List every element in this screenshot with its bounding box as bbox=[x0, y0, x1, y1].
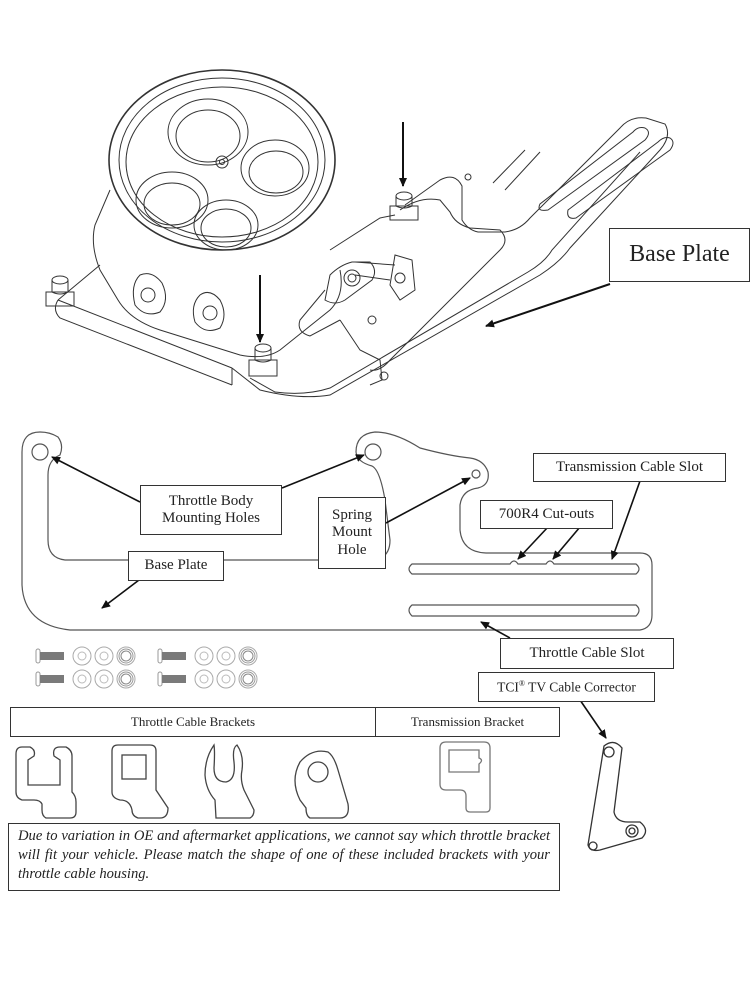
label-tv-cable-corrector: TCI® TV Cable Corrector bbox=[478, 672, 655, 702]
throttle-body-assembly-drawing bbox=[45, 69, 674, 398]
hardware-washer bbox=[194, 646, 214, 666]
hardware-nut bbox=[116, 646, 136, 666]
hardware-bolt bbox=[35, 648, 64, 664]
arrow-throttle-slot bbox=[480, 621, 511, 639]
hardware-washer bbox=[194, 669, 214, 689]
hardware-washer bbox=[94, 646, 114, 666]
base-plate-outline bbox=[21, 431, 653, 631]
label-throttle-body-mounting-holes: Throttle Body Mounting Holes bbox=[140, 485, 282, 535]
label-text-line-3: Hole bbox=[337, 541, 367, 558]
arrow-base-plate-top bbox=[485, 283, 611, 328]
registered-mark: ® bbox=[518, 678, 525, 688]
clip-fork-bracket bbox=[204, 743, 255, 819]
label-700r4-cutouts: 700R4 Cut-outs bbox=[480, 500, 613, 529]
tv-cable-corrector-drawing bbox=[587, 741, 647, 852]
brackets-table-header: Throttle Cable Brackets Transmission Bra… bbox=[10, 707, 560, 737]
label-base-plate-top: Base Plate bbox=[609, 228, 750, 282]
label-text-line-2: Mounting Holes bbox=[162, 510, 260, 526]
product-text: TV Cable Corrector bbox=[524, 679, 636, 695]
arrow-transmission-slot bbox=[610, 480, 641, 560]
hardware-bolt bbox=[35, 671, 64, 687]
label-base-plate-flat: Base Plate bbox=[128, 551, 224, 581]
square-window bbox=[121, 754, 147, 780]
middle-callout-arrows bbox=[51, 454, 641, 739]
hardware-washer bbox=[94, 669, 114, 689]
arrow-cutout-2 bbox=[552, 526, 581, 560]
label-text-line-1: Spring bbox=[331, 507, 372, 524]
base-plate-isometric bbox=[231, 117, 674, 398]
label-text: Base Plate bbox=[629, 241, 730, 268]
hardware-washer bbox=[72, 646, 92, 666]
label-text: Transmission Cable Slot bbox=[556, 458, 703, 475]
bracket-shapes bbox=[15, 741, 491, 819]
label-text: 700R4 Cut-outs bbox=[498, 505, 595, 522]
fitment-note: Due to variation in OE and aftermarket a… bbox=[8, 823, 560, 891]
label-text: Throttle Cable Slot bbox=[529, 644, 645, 661]
hardware-washer bbox=[72, 669, 92, 689]
transmission-cable-slot bbox=[408, 560, 640, 575]
round-hole-tab-bracket bbox=[294, 750, 349, 819]
stud-back-left bbox=[45, 275, 75, 307]
hardware-bolt bbox=[157, 648, 186, 664]
brand-text: TCI bbox=[497, 679, 519, 695]
notched-window bbox=[448, 749, 483, 773]
stud-back-right bbox=[389, 191, 419, 221]
round-hole bbox=[307, 761, 329, 783]
hardware-nut bbox=[238, 669, 258, 689]
label-spring-mount-hole: Spring Mount Hole bbox=[318, 497, 386, 569]
notched-window-bracket bbox=[439, 741, 491, 813]
arrow-tv-corrector bbox=[579, 699, 607, 739]
arrow-cutout-1 bbox=[517, 526, 549, 560]
label-text-line-1: Throttle Body bbox=[168, 492, 254, 509]
hardware-kit bbox=[35, 646, 258, 689]
hardware-bolt bbox=[157, 671, 186, 687]
arrow-hole-right bbox=[281, 454, 365, 489]
throttle-body bbox=[54, 69, 416, 386]
base-plate-flat-drawing bbox=[21, 431, 653, 631]
double-hook-bracket bbox=[15, 746, 77, 819]
label-text-line-2: Mount bbox=[331, 524, 372, 541]
throttle-cable-slot bbox=[408, 604, 640, 617]
mounting-hole-right bbox=[364, 443, 382, 461]
top-callout-arrows bbox=[256, 122, 611, 343]
label-transmission-cable-slot: Transmission Cable Slot bbox=[533, 453, 726, 482]
stud-front bbox=[248, 343, 278, 377]
label-text: Base Plate bbox=[144, 557, 208, 574]
header-transmission-bracket: Transmission Bracket bbox=[410, 714, 525, 729]
hardware-washer bbox=[216, 646, 236, 666]
square-window-bracket bbox=[111, 744, 169, 819]
header-throttle-cable-brackets: Throttle Cable Brackets bbox=[11, 708, 376, 736]
hardware-washer bbox=[216, 669, 236, 689]
hardware-nut bbox=[116, 669, 136, 689]
label-text: TCI® TV Cable Corrector bbox=[497, 679, 636, 695]
arrow-base-plate-flat bbox=[101, 579, 140, 609]
mounting-hole-left bbox=[31, 443, 49, 461]
arrow-hole-left bbox=[51, 456, 141, 503]
spring-mount-hole bbox=[471, 469, 481, 479]
label-throttle-cable-slot: Throttle Cable Slot bbox=[500, 638, 674, 669]
arrow-spring-hole bbox=[385, 477, 471, 524]
hardware-nut bbox=[238, 646, 258, 666]
mounting-studs bbox=[45, 191, 419, 377]
